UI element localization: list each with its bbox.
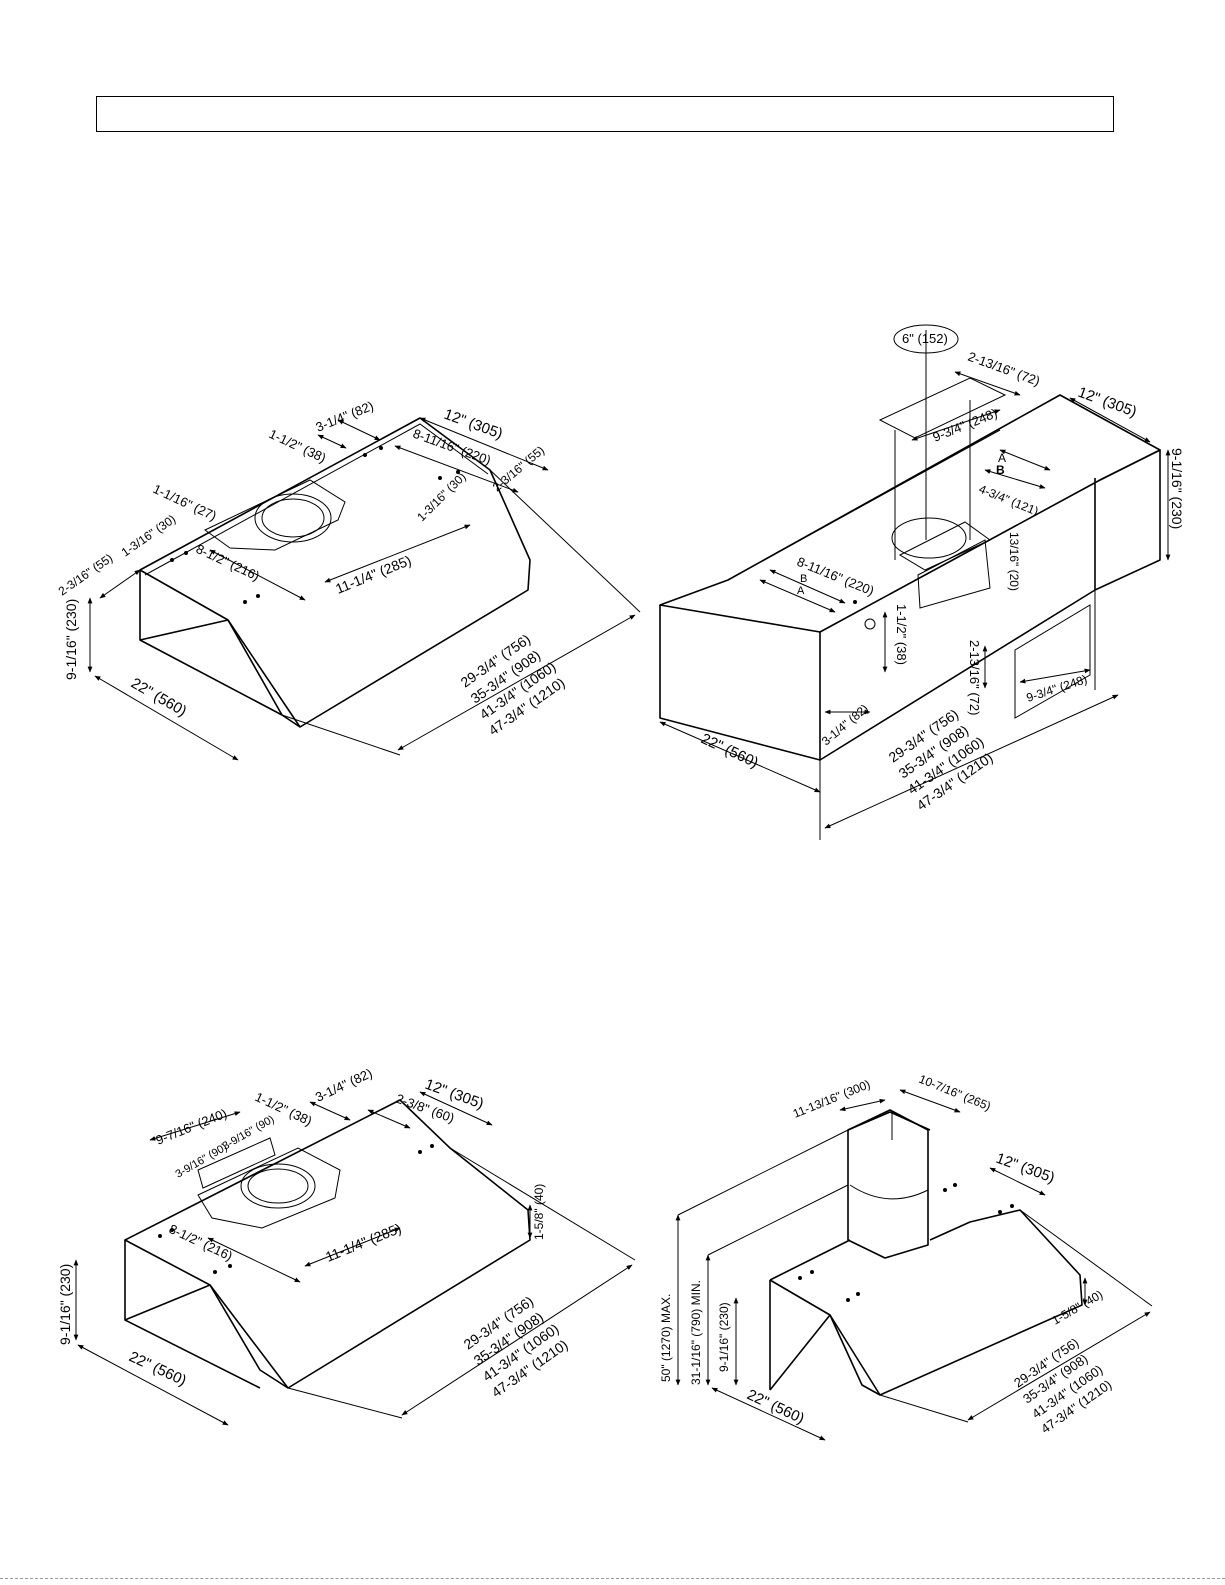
fig2-label-2-13-16-bottom: 2-13/16" (72) — [967, 640, 982, 715]
fig2-label-6: 6" (152) — [902, 331, 948, 346]
fig2-label-13-16: 13/16" (20) — [1007, 532, 1021, 591]
fig4-label-50-max: 50" (1270) MAX. — [659, 1294, 673, 1382]
fig2-label-12: 12" (305) — [1076, 384, 1139, 421]
fig2-label-a-top: A — [998, 451, 1006, 465]
fig1-label-12: 12" (305) — [442, 406, 505, 443]
fig4-label-height: 9-1/16" (230) — [717, 1302, 731, 1372]
fig2-label-b-left: B — [800, 573, 807, 585]
fig3-label-8-1-2: 8-1/2" (216) — [167, 1221, 235, 1263]
fig3-label-1-5-8: 1-5/8" (40) — [532, 1184, 546, 1240]
header-box — [96, 96, 1114, 132]
fig3-label-3-9-16-a: 3-9/16" (90) — [174, 1141, 230, 1180]
figure-2-wallmount — [659, 324, 1171, 840]
fig1-label-1-3-16-left: 1-3/16" (30) — [119, 512, 179, 560]
fig1-label-3-1-4: 3-1/4" (82) — [314, 398, 376, 435]
fig2-label-2-13-16-top: 2-13/16" (72) — [966, 349, 1042, 389]
fig1-label-height: 9-1/16" (230) — [63, 599, 79, 680]
fig3-label-3-1-4: 3-1/4" (82) — [313, 1065, 375, 1104]
fig3-label-height: 9-1/16" (230) — [57, 1264, 73, 1345]
fig1-label-2-3-16-top: 2-3/16" (55) — [490, 443, 547, 494]
page-bottom-rule — [0, 1578, 1225, 1579]
fig2-label-9-3-4-bottom: 9-3/4" (248) — [1025, 672, 1089, 705]
fig2-label-1-1-2: 1-1/2" (38) — [894, 604, 909, 665]
fig4-label-11-13-16: 11-13/16" (300) — [791, 1077, 872, 1121]
fig3-label-depth: 22" (560) — [126, 1348, 189, 1389]
fig2-label-3-1-4: 3-1/4" (82) — [819, 701, 871, 748]
fig4-label-1-5-8: 1-5/8" (40) — [1050, 1287, 1106, 1327]
fig4-label-31-min: 31-1/16" (790) MIN. — [689, 1280, 703, 1385]
fig1-label-2-3-16-left: 2-3/16" (55) — [56, 551, 116, 599]
fig1-label-8-1-2: 8-1/2" (216) — [194, 541, 262, 583]
fig2-label-9-3-4-top: 9-3/4" (248) — [931, 405, 1000, 444]
fig1-label-1-1-16: 1-1/16" (27) — [151, 481, 219, 523]
figure-1-undercabinet — [87, 417, 641, 761]
fig2-label-height: 9-1/16" (230) — [1169, 448, 1185, 529]
fig4-label-12: 12" (305) — [994, 1150, 1057, 1187]
fig3-label-11-1-4: 11-1/4" (285) — [323, 1220, 403, 1265]
fig2-label-b-top: B — [996, 463, 1005, 477]
fig4-label-10-7-16: 10-7/16" (265) — [917, 1072, 993, 1114]
figure-4-chimney — [675, 1089, 1153, 1441]
fig3-label-9-7-16: 9-7/16" (240) — [154, 1106, 230, 1148]
figure-3-undercabinet-damper — [73, 1091, 636, 1426]
fig2-label-a-left: A — [797, 585, 805, 597]
fig2-label-4-3-4: 4-3/4" (121) — [977, 482, 1041, 519]
